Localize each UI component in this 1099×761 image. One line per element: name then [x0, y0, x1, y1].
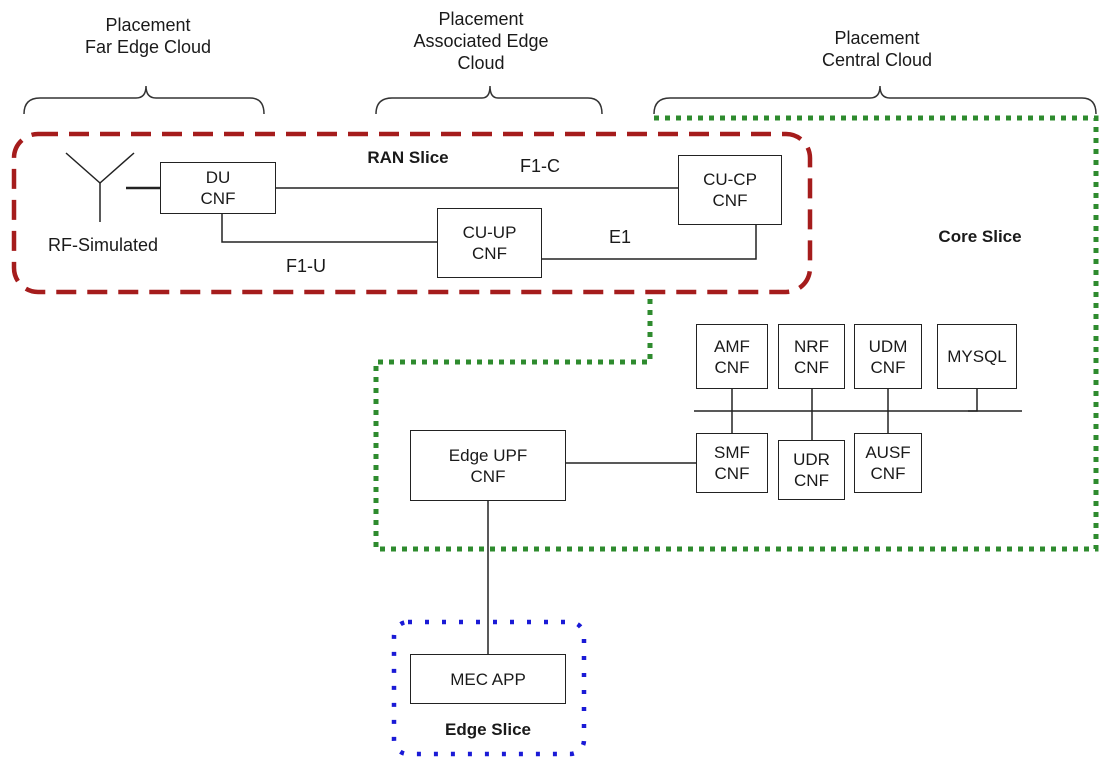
node-label: CNF — [870, 357, 906, 377]
node-label: CU-CP — [703, 170, 757, 189]
placement-assoc-edge: Placement Associated Edge Cloud — [381, 8, 581, 74]
placement-label-line: Far Edge Cloud — [84, 37, 212, 57]
link-label-e1: E1 — [608, 227, 632, 247]
placement-far-edge: Placement Far Edge Cloud — [48, 14, 248, 58]
cu-up-cnf-box[interactable]: CU-UP CNF — [437, 208, 542, 278]
node-label: CNF — [472, 244, 507, 263]
core-slice-title: Core Slice — [938, 227, 1022, 246]
udr-cnf-box[interactable]: UDR CNF — [778, 440, 845, 500]
node-label: UDR — [793, 450, 830, 469]
placement-label-line: Placement — [438, 9, 524, 29]
node-label: Edge UPF — [448, 445, 528, 465]
placement-label-line: Placement — [105, 15, 191, 35]
ran-slice-title: RAN Slice — [367, 148, 449, 167]
brace-assoc-edge — [375, 85, 603, 115]
node-label: UDM — [868, 336, 908, 356]
node-label: CNF — [200, 189, 236, 208]
edge-slice-border — [391, 619, 587, 757]
node-label: NRF — [794, 336, 829, 356]
link-mysql-bus — [968, 389, 978, 412]
placement-label-line: Cloud — [457, 53, 505, 73]
antenna-icon — [65, 152, 135, 222]
node-label: CU-UP — [462, 223, 517, 242]
edge-upf-cnf-box[interactable]: Edge UPF CNF — [410, 430, 566, 501]
mysql-box[interactable]: MYSQL — [937, 324, 1017, 389]
link-du-cuup — [221, 214, 437, 243]
node-label: CNF — [794, 357, 829, 377]
node-label: CNF — [714, 357, 750, 377]
core-slice-border — [373, 115, 1099, 552]
node-label: SMF — [714, 443, 750, 462]
node-label: DU — [205, 168, 231, 187]
placement-central: Placement Central Cloud — [777, 27, 977, 71]
udm-cnf-box[interactable]: UDM CNF — [854, 324, 922, 389]
placement-label-line: Placement — [834, 28, 920, 48]
node-label: CNF — [470, 466, 506, 486]
node-label: MEC APP — [450, 669, 526, 689]
nrf-cnf-box[interactable]: NRF CNF — [778, 324, 845, 389]
amf-cnf-box[interactable]: AMF CNF — [696, 324, 768, 389]
ausf-cnf-box[interactable]: AUSF CNF — [854, 433, 922, 493]
node-label: AMF — [714, 336, 750, 356]
node-label: CNF — [714, 464, 750, 483]
link-label-f1c: F1-C — [520, 156, 560, 176]
ran-slice-border — [11, 131, 813, 295]
node-label: AUSF — [865, 443, 911, 462]
brace-far-edge — [23, 85, 265, 115]
placement-label-line: Central Cloud — [821, 50, 933, 70]
node-label: CNF — [794, 471, 829, 490]
node-label: MYSQL — [947, 347, 1007, 366]
du-cnf-box[interactable]: DU CNF — [160, 162, 276, 214]
antenna-label: RF-Simulated — [47, 235, 159, 255]
smf-cnf-box[interactable]: SMF CNF — [696, 433, 768, 493]
mec-app-box[interactable]: MEC APP — [410, 654, 566, 704]
placement-label-line: Associated Edge — [413, 31, 549, 51]
node-label: CNF — [712, 191, 748, 210]
brace-central — [653, 85, 1097, 115]
node-label: CNF — [870, 464, 906, 483]
edge-slice-title: Edge Slice — [445, 720, 531, 739]
link-cuup-cucp — [542, 225, 757, 260]
link-label-f1u: F1-U — [286, 256, 326, 276]
cu-cp-cnf-box[interactable]: CU-CP CNF — [678, 155, 782, 225]
